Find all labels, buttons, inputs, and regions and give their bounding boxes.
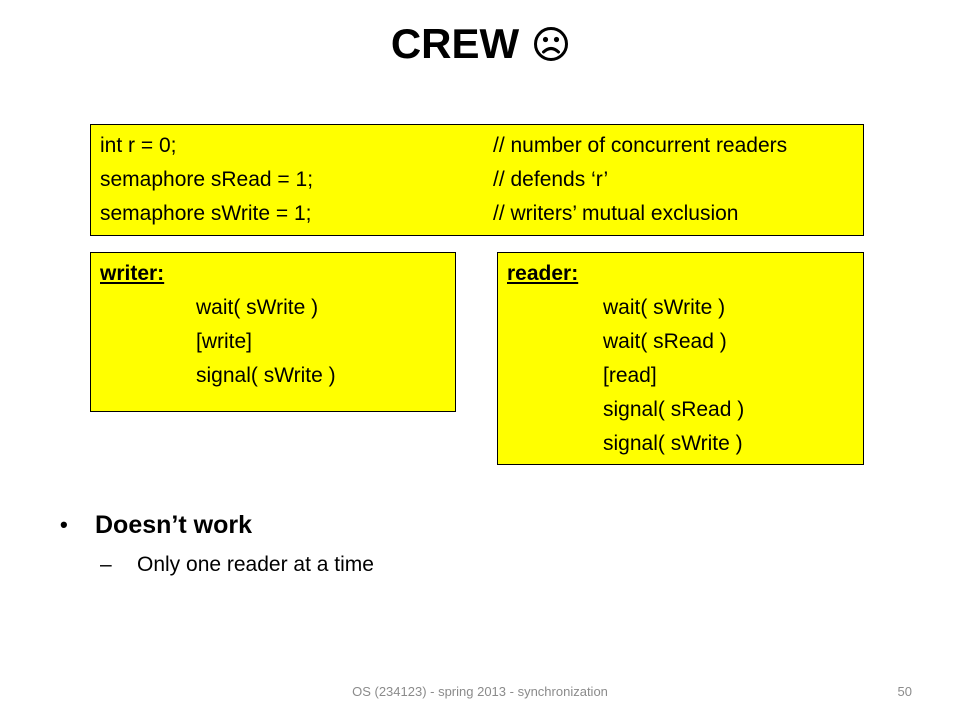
declaration-code: semaphore sWrite = 1; xyxy=(100,202,312,225)
dash-icon: – xyxy=(100,553,112,576)
slide-title: CREW xyxy=(0,14,960,74)
declaration-row: semaphore sRead = 1; // defends ‘r’ xyxy=(100,163,863,197)
writer-code-box: writer: wait( sWrite ) [write] signal( s… xyxy=(90,252,456,412)
reader-code-line: [read] xyxy=(603,364,657,387)
slide-title-text: CREW xyxy=(390,20,520,67)
declaration-comment: // writers’ mutual exclusion xyxy=(493,202,739,225)
bullet-text: Doesn’t work xyxy=(95,511,252,539)
declaration-comment: // number of concurrent readers xyxy=(493,134,788,157)
declaration-code: int r = 0; xyxy=(100,134,177,157)
reader-code-line: wait( sWrite ) xyxy=(603,296,726,319)
bullet-item: • Doesn’t work xyxy=(60,506,374,544)
declaration-row: semaphore sWrite = 1; // writers’ mutual… xyxy=(100,197,863,231)
writer-code-line: signal( sWrite ) xyxy=(196,364,336,387)
reader-code-line: signal( sRead ) xyxy=(603,398,745,421)
declarations-box: int r = 0; // number of concurrent reade… xyxy=(90,124,864,236)
sub-bullet-item: – Only one reader at a time xyxy=(60,548,374,582)
reader-code-line: signal( sWrite ) xyxy=(603,432,743,455)
declaration-comment: // defends ‘r’ xyxy=(493,168,609,191)
bullet-list: • Doesn’t work – Only one reader at a ti… xyxy=(60,506,374,582)
writer-code-line: [write] xyxy=(196,330,253,353)
page-number: 50 xyxy=(897,684,912,699)
declaration-row: int r = 0; // number of concurrent reade… xyxy=(100,129,863,163)
writer-code-line: wait( sWrite ) xyxy=(196,296,319,319)
declaration-code: semaphore sRead = 1; xyxy=(100,168,314,191)
footer-text: OS (234123) - spring 2013 - synchronizat… xyxy=(352,684,608,699)
bullet-dot-icon: • xyxy=(60,512,68,537)
reader-code-line: wait( sRead ) xyxy=(603,330,727,353)
writer-header: writer: xyxy=(100,262,165,285)
reader-code-box: reader: wait( sWrite ) wait( sRead ) [re… xyxy=(497,252,864,465)
sub-bullet-text: Only one reader at a time xyxy=(137,553,374,576)
reader-header: reader: xyxy=(507,262,579,285)
frowning-face-icon xyxy=(534,27,569,61)
